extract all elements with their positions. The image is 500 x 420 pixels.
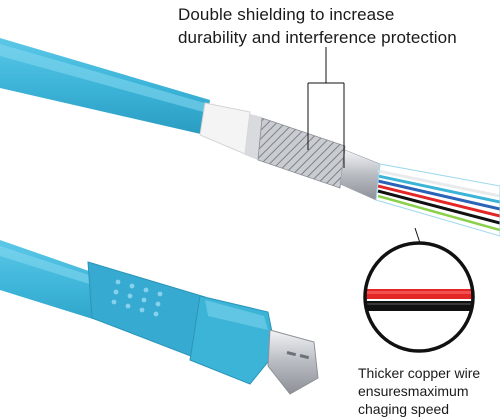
- jacket-cutaway-edge: [375, 163, 500, 237]
- magnifier-ring: [363, 241, 475, 353]
- cable-jacket-highlight: [0, 44, 208, 113]
- strain-relief-boot: [87, 261, 206, 359]
- shielding-callout: Double shielding to increase durability …: [178, 3, 478, 49]
- copper-callout-line-3: chaging speed: [358, 401, 450, 417]
- micro-usb-plug: [267, 329, 319, 395]
- copper-leader-line: [414, 227, 421, 244]
- plug-contact-slot-2: [299, 354, 310, 360]
- foil-shield-layer: [245, 114, 262, 160]
- shielding-leader-lines: [307, 47, 345, 168]
- shielding-callout-line-2: durability and interference protection: [178, 28, 457, 47]
- copper-callout-line-1: Thicker copper wire: [358, 365, 481, 381]
- cable-jacket: [0, 38, 210, 135]
- copper-callout-line-2: ensuresmaximum: [358, 383, 469, 399]
- shielding-callout-line-1: Double shielding to increase: [178, 5, 395, 24]
- main-cable: [0, 38, 500, 237]
- black-conductor-wire: [365, 301, 473, 311]
- micro-usb-cable: [0, 240, 319, 395]
- copper-wire-callout: Thicker copper wire ensuresmaximum chagi…: [358, 364, 498, 418]
- conductor-magnifier: [363, 241, 475, 353]
- grip-dots: [111, 279, 163, 317]
- plug-contact-slot-1: [286, 351, 297, 357]
- braided-shield: [257, 117, 346, 189]
- inner-sleeve: [199, 102, 251, 155]
- inner-conductors: [377, 169, 500, 232]
- aluminum-shield: [339, 149, 381, 201]
